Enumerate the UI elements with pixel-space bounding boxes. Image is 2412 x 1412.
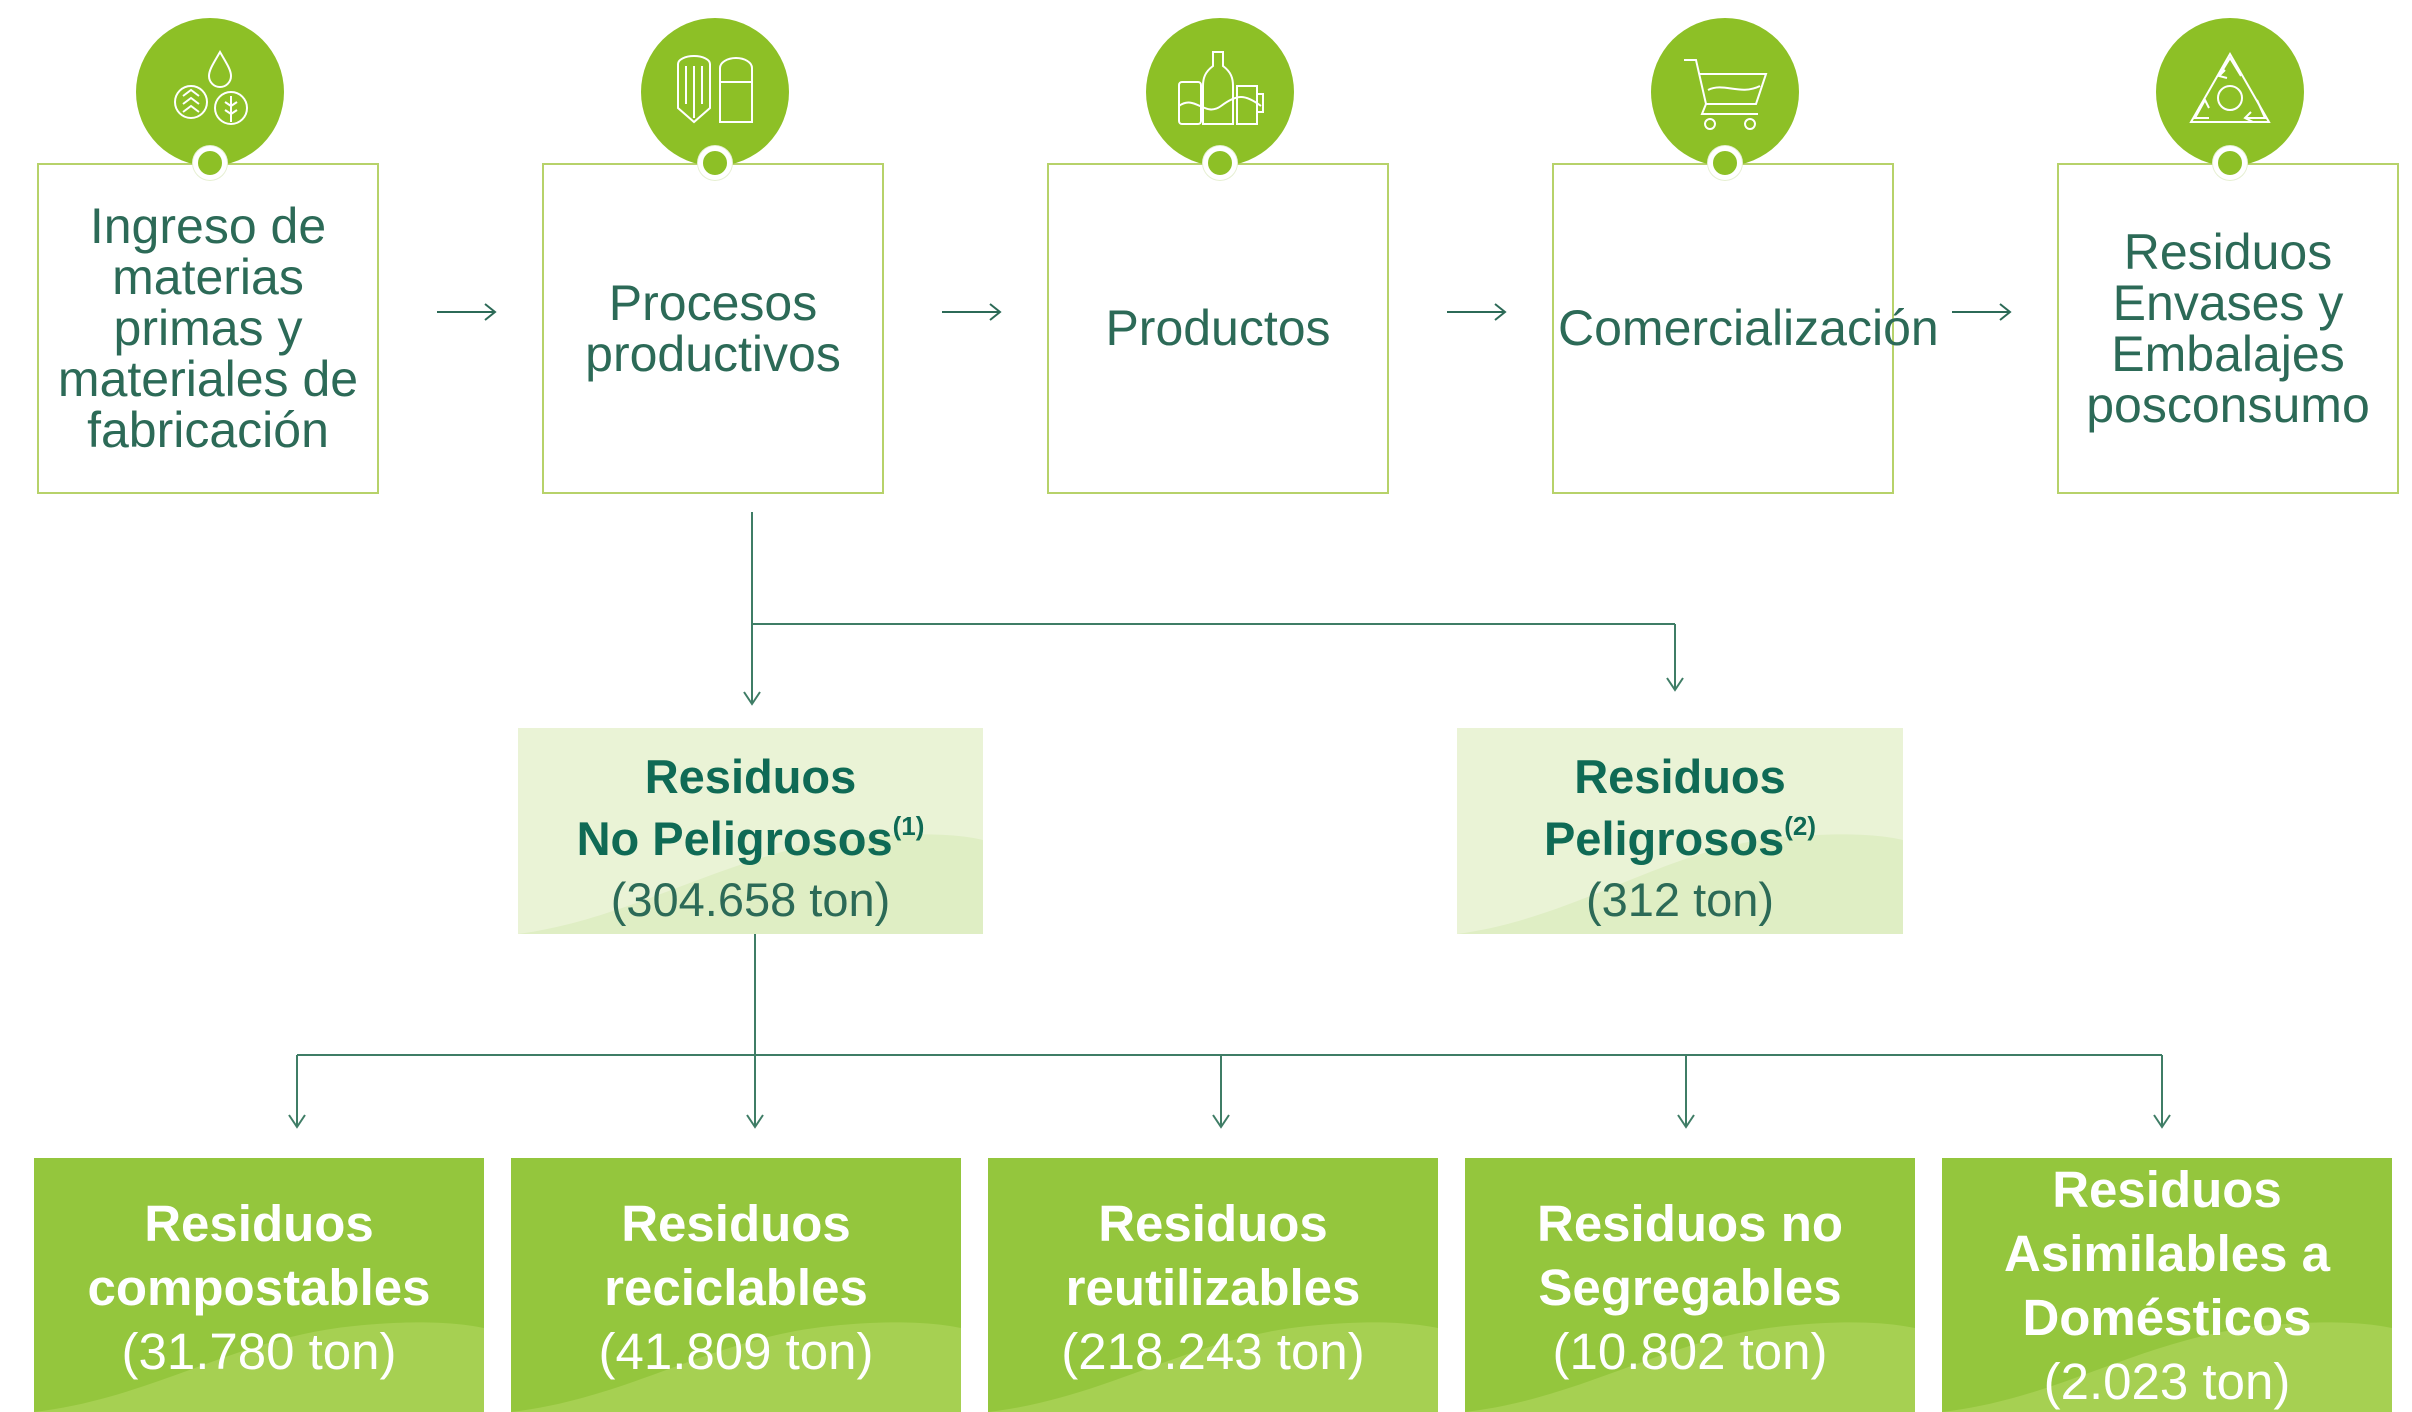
wave-decoration bbox=[1465, 1322, 1915, 1412]
result-title: Residuos reutilizables bbox=[1065, 1195, 1361, 1316]
stage-dot bbox=[2213, 146, 2247, 180]
stage-box-residuos-posconsumo: Residuos Envases y Embalajes posconsumo bbox=[2057, 163, 2399, 494]
stage-dot bbox=[698, 146, 732, 180]
result-amount: (218.243 ton) bbox=[1061, 1323, 1365, 1380]
flow-arrow-right-icon bbox=[437, 303, 497, 321]
wave-decoration bbox=[34, 1322, 484, 1412]
wave-decoration bbox=[1942, 1322, 2392, 1412]
stage-label: Residuos Envases y Embalajes posconsumo bbox=[2086, 223, 2370, 433]
wave-decoration bbox=[518, 834, 983, 934]
result-no-segregables: Residuos no Segregables (10.802 ton) bbox=[1465, 1158, 1915, 1412]
wave-decoration bbox=[1457, 834, 1903, 934]
wave-decoration bbox=[988, 1322, 1438, 1412]
result-title: Residuos reciclables bbox=[604, 1195, 868, 1316]
result-asimilables-domesticos: Residuos Asimilables a Domésticos (2.023… bbox=[1942, 1158, 2392, 1412]
production-tanks-icon bbox=[641, 18, 789, 166]
flow-arrow-right-icon bbox=[1447, 303, 1507, 321]
category-title: Residuos No Peligrosos(1) bbox=[576, 750, 925, 865]
stage-label: Procesos productivos bbox=[585, 274, 841, 382]
stage-dot bbox=[1203, 146, 1237, 180]
result-amount: (10.802 ton) bbox=[1552, 1323, 1828, 1380]
category-amount: (312 ton) bbox=[1585, 873, 1775, 926]
bottles-can-icon bbox=[1146, 18, 1294, 166]
category-no-peligrosos: Residuos No Peligrosos(1) (304.658 ton) bbox=[518, 728, 983, 934]
flow-arrow-right-icon bbox=[942, 303, 1002, 321]
flow-arrow-right-icon bbox=[1952, 303, 2012, 321]
result-title: Residuos no Segregables bbox=[1536, 1195, 1844, 1316]
stage-box-productos: Productos bbox=[1047, 163, 1389, 494]
recycle-triangle-icon bbox=[2156, 18, 2304, 166]
stage-dot bbox=[193, 146, 227, 180]
result-title: Residuos Asimilables a Domésticos bbox=[2004, 1161, 2330, 1346]
category-amount: (304.658 ton) bbox=[610, 873, 891, 926]
result-reutilizables: Residuos reutilizables (218.243 ton) bbox=[988, 1158, 1438, 1412]
stage-box-procesos-productivos: Procesos productivos bbox=[542, 163, 884, 494]
raw-materials-icon bbox=[136, 18, 284, 166]
result-title: Residuos compostables bbox=[87, 1195, 431, 1316]
category-peligrosos: Residuos Peligrosos(2) (312 ton) bbox=[1457, 728, 1903, 934]
stage-dot bbox=[1708, 146, 1742, 180]
stage-label: Ingreso de materias primas y materiales … bbox=[57, 198, 359, 458]
stage-label: Productos bbox=[1105, 300, 1331, 356]
stage-box-comercializacion: Comercialización bbox=[1552, 163, 1939, 494]
shopping-cart-icon bbox=[1651, 18, 1799, 166]
stage-label: Comercialización bbox=[1558, 300, 1939, 356]
result-amount: (41.809 ton) bbox=[598, 1323, 874, 1380]
category-title: Residuos Peligrosos(2) bbox=[1543, 750, 1817, 865]
result-amount: (2.023 ton) bbox=[2043, 1353, 2291, 1410]
result-reciclables: Residuos reciclables (41.809 ton) bbox=[511, 1158, 961, 1412]
result-compostables: Residuos compostables (31.780 ton) bbox=[34, 1158, 484, 1412]
stage-box-materias-primas: Ingreso de materias primas y materiales … bbox=[37, 163, 379, 494]
wave-decoration bbox=[511, 1322, 961, 1412]
result-amount: (31.780 ton) bbox=[121, 1323, 397, 1380]
